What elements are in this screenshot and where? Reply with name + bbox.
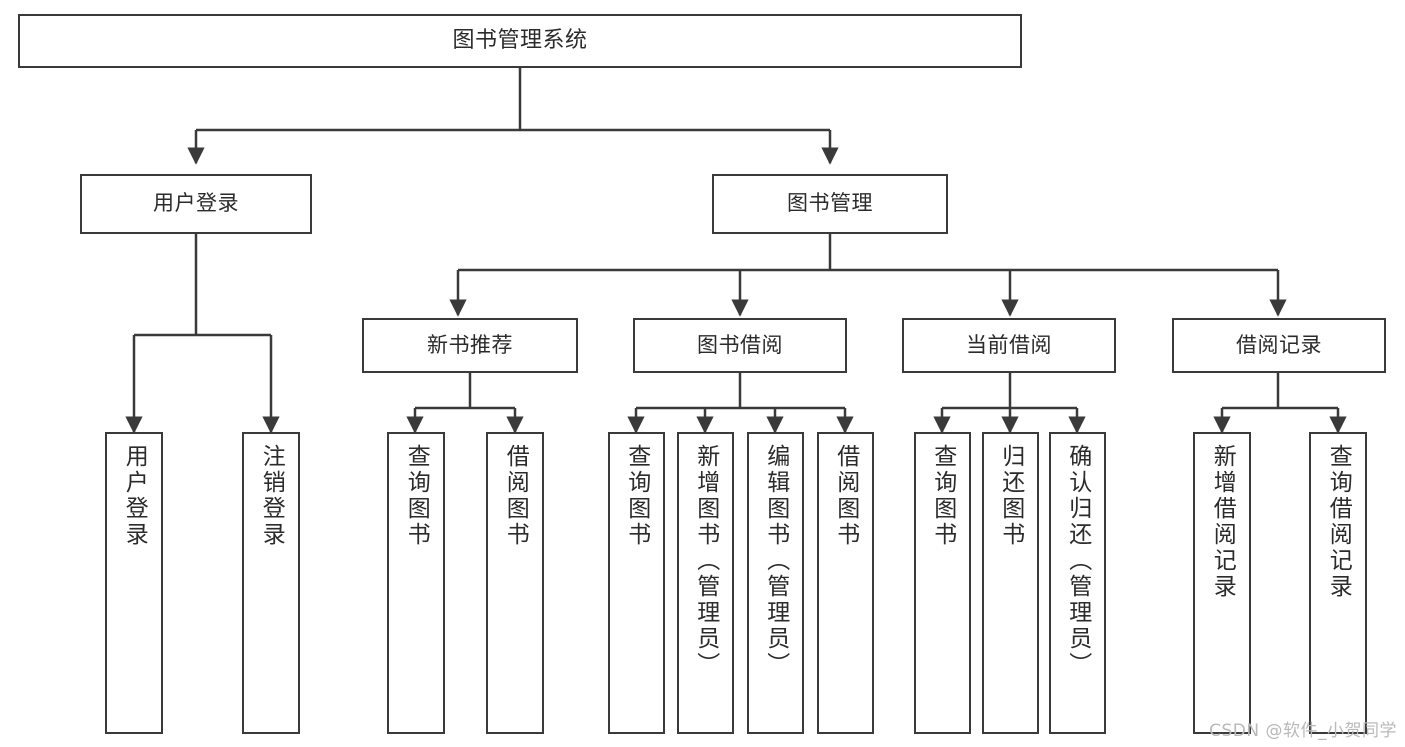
leaf-query-book-recommend-label: 查询图书: [403, 444, 430, 548]
leaf-add-borrow-record-label: 新增借阅记录: [1209, 444, 1236, 600]
node-new-book-recommend-label: 新书推荐: [427, 332, 513, 357]
leaf-user-login-label: 用户登录: [121, 444, 148, 548]
leaf-add-borrow-record[interactable]: 新增借阅记录: [1193, 432, 1251, 734]
leaf-add-book-admin[interactable]: 新增图书（管理员）: [677, 432, 734, 734]
leaf-query-book-current[interactable]: 查询图书: [914, 432, 971, 734]
leaf-query-book-borrow-label: 查询图书: [623, 444, 650, 548]
leaf-confirm-return-admin-label: 确认归还（管理员）: [1064, 444, 1091, 678]
leaf-user-login[interactable]: 用户登录: [105, 432, 163, 734]
leaf-query-book-borrow[interactable]: 查询图书: [608, 432, 665, 734]
leaf-borrow-book-recommend-label: 借阅图书: [502, 444, 529, 548]
csdn-watermark: CSDN @软件_小贺同学: [1209, 721, 1397, 741]
leaf-borrow-book-label: 借阅图书: [832, 444, 859, 548]
leaf-return-book-label: 归还图书: [997, 444, 1024, 548]
leaf-query-book-recommend[interactable]: 查询图书: [387, 432, 445, 734]
leaf-return-book[interactable]: 归还图书: [982, 432, 1039, 734]
node-book-borrow[interactable]: 图书借阅: [633, 318, 847, 373]
node-root-label: 图书管理系统: [452, 27, 588, 53]
leaf-logout-label: 注销登录: [258, 444, 285, 548]
node-user-login-label: 用户登录: [153, 191, 239, 216]
leaf-borrow-book[interactable]: 借阅图书: [817, 432, 874, 734]
node-book-management[interactable]: 图书管理: [712, 174, 948, 234]
leaf-confirm-return-admin[interactable]: 确认归还（管理员）: [1049, 432, 1106, 734]
leaf-query-borrow-record[interactable]: 查询借阅记录: [1309, 432, 1367, 734]
node-root[interactable]: 图书管理系统: [18, 14, 1022, 68]
leaf-query-borrow-record-label: 查询借阅记录: [1325, 444, 1352, 600]
leaf-query-book-current-label: 查询图书: [929, 444, 956, 548]
node-borrow-record-label: 借阅记录: [1236, 332, 1322, 357]
node-book-borrow-label: 图书借阅: [697, 332, 783, 357]
node-book-management-label: 图书管理: [787, 191, 873, 216]
leaf-edit-book-admin[interactable]: 编辑图书（管理员）: [747, 432, 804, 734]
node-current-borrow-label: 当前借阅: [966, 332, 1052, 357]
node-user-login[interactable]: 用户登录: [80, 174, 312, 234]
node-borrow-record[interactable]: 借阅记录: [1172, 318, 1386, 373]
leaf-borrow-book-recommend[interactable]: 借阅图书: [486, 432, 544, 734]
node-new-book-recommend[interactable]: 新书推荐: [362, 318, 578, 373]
leaf-add-book-admin-label: 新增图书（管理员）: [692, 444, 719, 678]
leaf-edit-book-admin-label: 编辑图书（管理员）: [762, 444, 789, 678]
node-current-borrow[interactable]: 当前借阅: [902, 318, 1116, 373]
leaf-logout[interactable]: 注销登录: [242, 432, 300, 734]
